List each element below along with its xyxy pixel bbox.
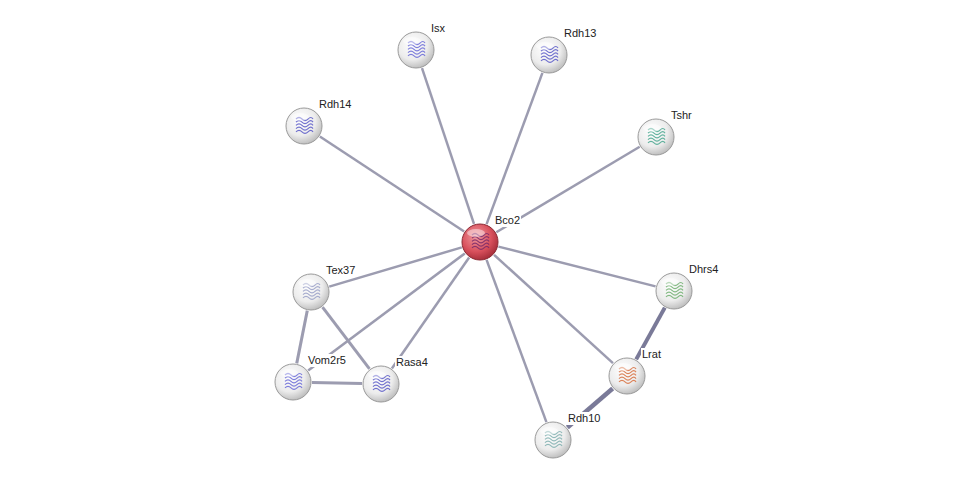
protein-node: Rdh13: [530, 36, 568, 74]
node-bubble: [362, 365, 400, 403]
protein-label: Rasa4: [395, 356, 429, 369]
interaction-edge: [392, 258, 469, 369]
protein-node: Tex37: [292, 273, 330, 311]
node-bubble: [637, 118, 675, 156]
interaction-edge: [487, 73, 543, 224]
protein-node: Vom2r5: [274, 363, 312, 401]
protein-label: Rdh14: [318, 98, 352, 111]
node-bubble: [292, 273, 330, 311]
node-bubble: [530, 36, 568, 74]
protein-label: Lrat: [641, 348, 662, 361]
protein-label: Vom2r5: [307, 354, 347, 367]
protein-node: Tshr: [637, 118, 675, 156]
protein-label: Tex37: [325, 264, 356, 277]
protein-node: Bco2: [461, 223, 499, 261]
interaction-edge: [312, 382, 362, 383]
protein-label: Isx: [430, 22, 446, 35]
node-bubble: [461, 223, 499, 261]
interaction-edge: [567, 388, 612, 427]
protein-node: Rdh14: [285, 107, 323, 145]
interaction-edge: [320, 136, 464, 231]
node-bubble: [285, 107, 323, 145]
protein-node: Rdh10: [534, 421, 572, 459]
protein-label: Tshr: [670, 109, 693, 122]
protein-node: Lrat: [608, 357, 646, 395]
protein-label: Dhrs4: [688, 263, 719, 276]
interaction-edge: [487, 260, 547, 422]
interaction-edge: [422, 68, 474, 224]
interaction-edge: [297, 311, 308, 364]
node-bubble: [397, 31, 435, 69]
node-bubble: [274, 363, 312, 401]
node-bubble: [534, 421, 572, 459]
interaction-edge: [494, 255, 613, 363]
node-bubble: [655, 272, 693, 310]
node-bubble: [608, 357, 646, 395]
protein-label: Bco2: [494, 214, 521, 227]
protein-node: Isx: [397, 31, 435, 69]
protein-label: Rdh13: [563, 27, 597, 40]
protein-node: Rasa4: [362, 365, 400, 403]
protein-node: Dhrs4: [655, 272, 693, 310]
protein-label: Rdh10: [567, 412, 601, 425]
